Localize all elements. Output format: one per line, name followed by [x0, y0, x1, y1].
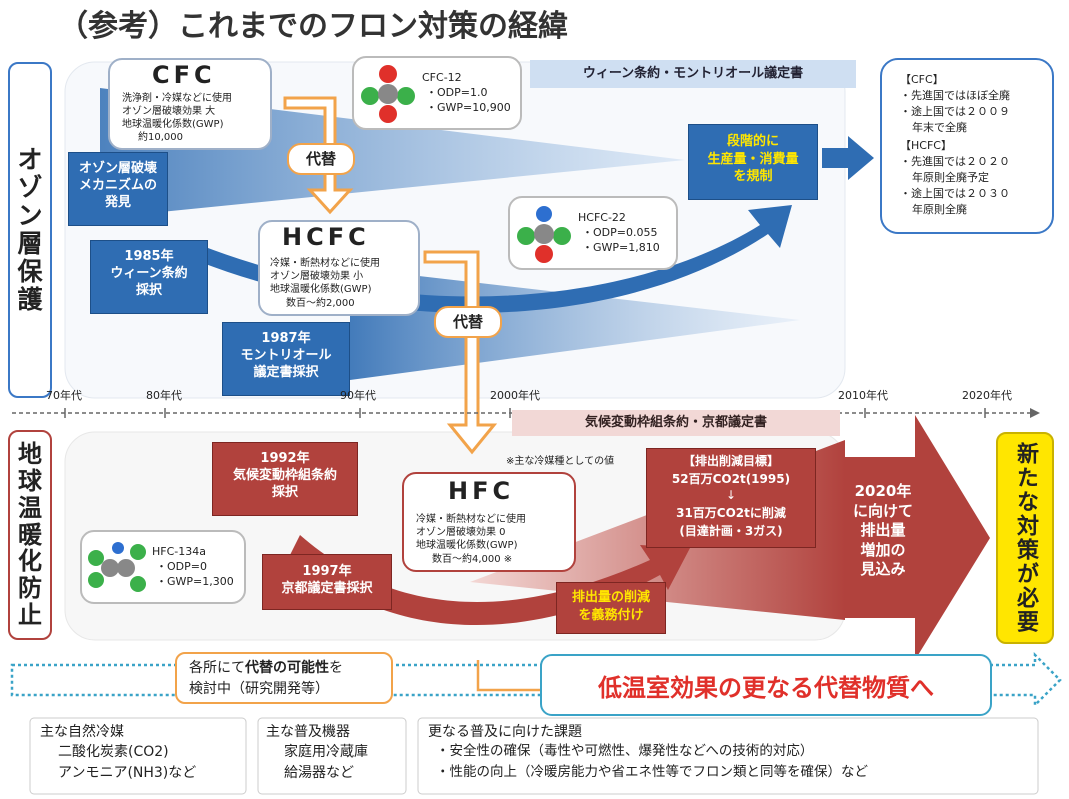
research-note-box: 各所にて代替の可能性を 検討中（研究開発等）	[175, 652, 393, 704]
ozone-protection-label: オゾ ン層 保護	[8, 62, 52, 398]
hcfc-box: HCFC 冷媒・断熱材などに使用 オゾン層破壊効果 小 地球温暖化係数(GWP)…	[258, 220, 420, 316]
emission-target-plan: (目達計画・3ガス)	[679, 524, 783, 538]
cfc12-gwp: ・GWP=10,900	[426, 101, 511, 114]
hcfc-desc-1: 冷媒・断熱材などに使用	[270, 258, 380, 269]
cfc-name: CFC	[152, 61, 216, 89]
hcfc22-molecule-icon	[517, 206, 571, 263]
natural-refrigerant-title: 主な自然冷媒	[40, 724, 124, 740]
phase-out-arrow	[822, 136, 874, 180]
timeline-ticks	[64, 408, 986, 418]
cfc-result-3: 年末で全廃	[912, 121, 967, 134]
hcfc-result-4: 年原則全廃	[912, 203, 967, 216]
hcfc-result-3: ・途上国では２０３０	[900, 187, 1010, 200]
equipment-panel	[257, 717, 407, 795]
cfc12-card: CFC-12 ・ODP=1.0 ・GWP=10,900	[352, 56, 522, 130]
substitute-label-2: 代替	[434, 306, 502, 338]
decade-80s: 80年代	[146, 389, 182, 402]
vienna-montreal-banner: ウィーン条約・モントリオール議定書	[530, 60, 856, 88]
future-arrow	[10, 651, 1062, 709]
hcfc-result-header: 【HCFC】	[900, 139, 952, 152]
equipment-title: 主な普及機器	[266, 724, 350, 740]
natural-refrigerant-panel	[29, 717, 247, 795]
decade-2020s: 2020年代	[962, 389, 1012, 402]
natural-refrigerant-item-1: 二酸化炭素(CO2)	[58, 744, 169, 760]
phase-out-result-box: 【CFC】 ・先進国ではほぼ全廃 ・途上国では２００９ 年末で全廃 【HCFC】…	[880, 58, 1054, 234]
new-measures-text: 新たな対策が必要	[1013, 442, 1038, 634]
hfc-desc-3: 地球温暖化係数(GWP)	[416, 540, 518, 551]
hcfc-desc-4: 数百～約2,000	[286, 298, 355, 309]
research-note-line2: 検討中（研究開発等）	[189, 681, 329, 697]
hcfc22-name: HCFC-22	[578, 211, 626, 224]
global-warming-label: 地球 温暖 化防 止	[8, 430, 52, 640]
hcfc-result-1: ・先進国では２０２０	[900, 155, 1010, 168]
decade-90s: 90年代	[340, 389, 376, 402]
mandatory-reduction-box: 排出量の削減 を義務付け	[556, 582, 666, 634]
forecast-arrow	[845, 415, 990, 660]
cfc-desc-4: 約10,000	[138, 132, 183, 143]
issues-title: 更なる普及に向けた課題	[428, 724, 582, 740]
hcfc-name: HCFC	[282, 223, 370, 251]
hcfc-result-2: 年原則全廃予定	[912, 171, 989, 184]
hfc134a-molecule-icon	[88, 542, 146, 592]
hfc134a-gwp: ・GWP=1,300	[156, 575, 234, 588]
cfc12-molecule-icon	[361, 65, 415, 123]
hcfc-reduction-wedge	[350, 268, 800, 380]
research-note-line1: 各所にて代替の可能性を	[189, 660, 343, 676]
hcfc22-card: HCFC-22 ・ODP=0.055 ・GWP=1,810	[508, 196, 678, 270]
unfccc-kyoto-banner: 気候変動枠組条約・京都議定書	[512, 410, 840, 436]
refrigerant-note: ※主な冷媒種としての値	[506, 456, 615, 467]
hfc134a-card: HFC-134a ・ODP=0 ・GWP=1,300	[80, 530, 246, 604]
decade-70s: 70年代	[46, 389, 82, 402]
cfc-result-2: ・途上国では２００９	[900, 105, 1010, 118]
hfc-box: HFC 冷媒・断熱材などに使用 オゾン層破壊効果 0 地球温暖化係数(GWP) …	[402, 472, 576, 572]
hfc-desc-2: オゾン層破壊効果 0	[416, 527, 506, 538]
hfc134a-odp: ・ODP=0	[156, 560, 207, 573]
hfc134a-name: HFC-134a	[152, 545, 206, 558]
emission-forecast-text: 2020年 に向けて 排出量 増加の 見込み	[852, 482, 913, 578]
low-gwp-goal-text: 低温室効果の更なる代替物質へ	[598, 673, 934, 702]
kyoto-adoption-box: 1997年 京都議定書採択	[262, 554, 392, 610]
equipment-item-2: 給湯器など	[284, 765, 354, 781]
issues-item-2: ・性能の向上（冷暖房能力や省エネ性等でフロン類と同等を確保）など	[436, 764, 868, 780]
decade-2000s: 2000年代	[490, 389, 540, 402]
cfc-box: CFC 洗浄剤・冷媒などに使用 オゾン層破壊効果 大 地球温暖化係数(GWP) …	[108, 58, 272, 150]
emission-target-box: 【排出削減目標】 52百万CO2t(1995) ↓ 31百万CO2tに削減 (目…	[646, 448, 816, 548]
emission-target-reduced: 31百万CO2tに削減	[676, 506, 786, 520]
hcfc-desc-2: オゾン層破壊効果 小	[270, 271, 364, 282]
note-connector	[476, 660, 540, 692]
vienna-convention-box: 1985年 ウィーン条約 採択	[90, 240, 208, 314]
cfc12-name: CFC-12	[422, 71, 462, 84]
emission-target-1995: 52百万CO2t(1995)	[671, 472, 791, 486]
low-gwp-goal-box: 低温室効果の更なる代替物質へ	[540, 654, 992, 716]
cfc-result-1: ・先進国ではほぼ全廃	[900, 89, 1010, 102]
issues-item-1: ・安全性の確保（毒性や可燃性、爆発性などへの技術的対応）	[436, 743, 814, 759]
hcfc-desc-3: 地球温暖化係数(GWP)	[270, 284, 372, 295]
natural-refrigerant-item-2: アンモニア(NH3)など	[58, 765, 197, 781]
decade-2010s: 2010年代	[838, 389, 888, 402]
cfc-desc-2: オゾン層破壊効果 大	[122, 106, 216, 117]
substitute-label-1: 代替	[287, 143, 355, 175]
substitute-arrow-hcfc-hfc	[423, 250, 498, 455]
cfc-desc-3: 地球温暖化係数(GWP)	[122, 119, 224, 130]
hfc-desc-1: 冷媒・断熱材などに使用	[416, 514, 526, 525]
issues-panel	[417, 717, 1039, 795]
cfc-desc-1: 洗浄剤・冷媒などに使用	[122, 93, 232, 104]
new-measures-box: 新たな対策が必要	[996, 432, 1054, 644]
hcfc22-odp: ・ODP=0.055	[582, 226, 658, 239]
hfc-desc-4: 数百～約4,000 ※	[432, 554, 513, 565]
phase-out-box: 段階的に 生産量・消費量 を規制	[688, 124, 818, 200]
emission-target-header: 【排出削減目標】	[682, 454, 779, 468]
unfccc-adoption-box: 1992年 気候変動枠組条約 採択	[212, 442, 358, 516]
equipment-item-1: 家庭用冷蔵庫	[284, 744, 368, 760]
emission-target-arrow: ↓	[725, 488, 737, 502]
mechanism-discovery-box: オゾン層破壊 メカニズムの 発見	[68, 152, 168, 226]
cfc12-odp: ・ODP=1.0	[426, 86, 488, 99]
cfc-result-header: 【CFC】	[900, 73, 944, 86]
hcfc22-gwp: ・GWP=1,810	[582, 241, 660, 254]
page-title: （参考）これまでのフロン対策の経緯	[58, 9, 568, 44]
hfc-name: HFC	[448, 477, 515, 505]
montreal-protocol-box: 1987年 モントリオール 議定書採択	[222, 322, 350, 396]
